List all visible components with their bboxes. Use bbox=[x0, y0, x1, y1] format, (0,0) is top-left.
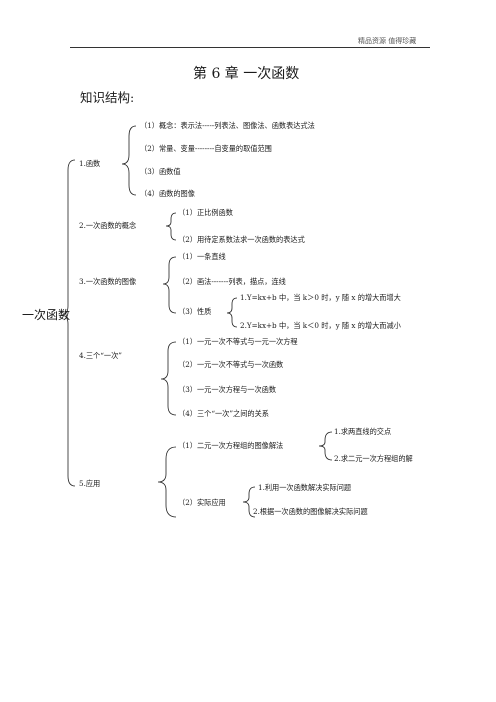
property-item: 2.Y=kx+b 中，当 k＜0 时，y 随 x 的增大而减小 bbox=[240, 321, 401, 330]
header-text: 精品资源 值得珍藏 bbox=[358, 37, 417, 45]
sub-item: 2.根据一次函数的图像解决实际问题 bbox=[253, 507, 368, 516]
list-item: （3）函数值 bbox=[140, 167, 181, 176]
header-divider bbox=[70, 47, 430, 48]
section-label-functions: 1.函数 bbox=[79, 159, 101, 168]
list-item: （4）三个“一次”之间的关系 bbox=[178, 409, 269, 418]
brace-graph-method bbox=[318, 431, 333, 461]
list-item: （4）函数的图像 bbox=[140, 189, 195, 198]
list-item: （2）画法-------列表，描点，连线 bbox=[178, 277, 286, 286]
list-item: （3）一元一次方程与一次函数 bbox=[178, 385, 277, 394]
property-item: 1.Y=kx+b 中，当 k＞0 时，y 随 x 的增大而增大 bbox=[240, 293, 401, 302]
list-item: （1）一条直线 bbox=[178, 252, 226, 261]
brace-application bbox=[157, 446, 177, 518]
list-item: （3）性质 bbox=[178, 307, 212, 316]
sub-item: 1.利用一次函数解决实际问题 bbox=[258, 483, 352, 492]
page-title: 第 6 章 一次函数 bbox=[193, 66, 300, 82]
list-item: （1）正比例函数 bbox=[178, 208, 233, 217]
list-item: （2）用待定系数法求一次函数的表达式 bbox=[178, 235, 305, 244]
list-item: （1）概念：表示法-----列表法、图像法、函数表达式法 bbox=[140, 121, 315, 130]
list-item: （1）一元一次不等式与一元一次方程 bbox=[178, 337, 298, 346]
list-item: （2）常量、变量--------自变量的取值范围 bbox=[140, 144, 272, 153]
list-item: （2）实际应用 bbox=[178, 498, 226, 507]
brace-concept bbox=[165, 212, 177, 241]
section-label-three-linear: 4.三个“一次” bbox=[79, 351, 122, 360]
section-label-graph: 3.一次函数的图像 bbox=[79, 277, 137, 286]
brace-three-linear bbox=[160, 341, 177, 416]
brace-functions bbox=[121, 125, 137, 196]
list-item: （1）二元一次方程组的图像解法 bbox=[178, 441, 284, 450]
root-label: 一次函数 bbox=[22, 308, 71, 322]
brace-practical bbox=[242, 486, 256, 518]
sub-item: 2.求二元一次方程组的解 bbox=[334, 454, 413, 463]
brace-graph bbox=[162, 256, 177, 314]
brace-properties bbox=[226, 297, 238, 328]
sub-item: 1.求两直线的交点 bbox=[334, 427, 392, 436]
list-item: （2）一元一次不等式与一次函数 bbox=[178, 360, 284, 369]
root-brace bbox=[60, 159, 76, 487]
section-subtitle: 知识结构: bbox=[80, 90, 135, 105]
section-label-concept: 2.一次函数的概念 bbox=[79, 221, 137, 230]
section-label-application: 5.应用 bbox=[79, 479, 101, 488]
